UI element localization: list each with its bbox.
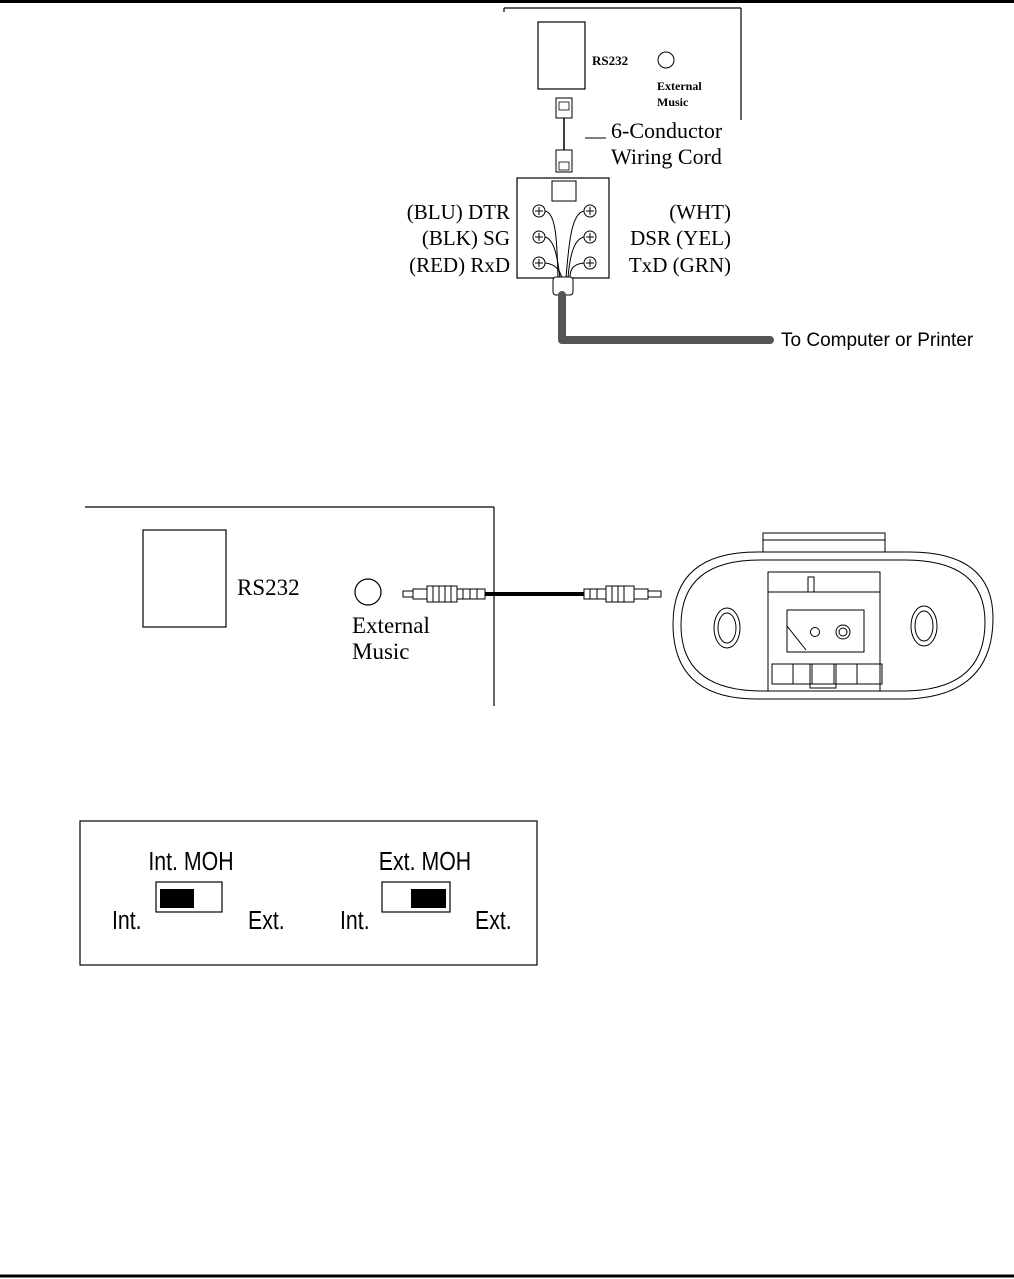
int-moh-switch-knob — [160, 889, 194, 908]
rs232-label: RS232 — [237, 575, 300, 600]
pin-label-txd: TxD (GRN) — [629, 253, 731, 277]
audio-plug-right — [583, 585, 662, 603]
cassette-player-icon — [672, 532, 994, 700]
rs232-label: RS232 — [592, 53, 628, 68]
cord-label: 6-Conductor — [611, 118, 723, 143]
ext-moh-ext-label: Ext. — [475, 906, 512, 936]
cord-label-2: Wiring Cord — [611, 144, 722, 169]
pin-label-rxd: (RED) RxD — [409, 253, 510, 277]
rs232-wiring-diagram: RS232 External Music 6-Conductor Wiring … — [407, 7, 974, 351]
cable-destination-label: To Computer or Printer — [781, 330, 974, 351]
terminal-jack — [551, 180, 577, 202]
switch-panel — [79, 820, 538, 966]
external-music-jack — [354, 578, 382, 606]
external-music-diagram: RS232 External Music — [85, 506, 994, 706]
int-moh-title: Int. MOH — [148, 847, 233, 877]
rs232-port — [537, 21, 586, 90]
int-moh-ext-label: Ext. — [248, 906, 285, 936]
modular-plug-bottom — [555, 149, 573, 173]
computer-cable — [558, 291, 774, 344]
int-moh-switch: Int. MOH Int. Ext. — [112, 847, 285, 936]
external-music-label: External — [352, 613, 430, 638]
external-music-jack — [657, 51, 675, 69]
pin-label-sg: (BLK) SG — [422, 226, 510, 250]
pin-label-dsr: DSR (YEL) — [630, 226, 731, 250]
modular-plug-top — [555, 97, 573, 119]
ext-moh-switch-knob — [411, 889, 446, 908]
pin-label-wht: (WHT) — [669, 200, 731, 224]
ext-moh-switch: Ext. MOH Int. Ext. — [340, 847, 512, 936]
external-music-label: External — [657, 79, 702, 93]
int-moh-int-label: Int. — [112, 906, 142, 936]
ext-moh-title: Ext. MOH — [379, 847, 471, 877]
conductor-wires — [544, 210, 585, 279]
moh-switch-diagram: Int. MOH Int. Ext. Ext. MOH Int. Ext. — [79, 820, 538, 966]
external-music-label-2: Music — [352, 639, 410, 664]
rs232-port — [142, 529, 227, 628]
audio-plug-left — [402, 585, 486, 603]
pin-label-dtr: (BLU) DTR — [407, 200, 510, 224]
ext-moh-int-label: Int. — [340, 906, 370, 936]
external-music-label-2: Music — [657, 95, 689, 109]
